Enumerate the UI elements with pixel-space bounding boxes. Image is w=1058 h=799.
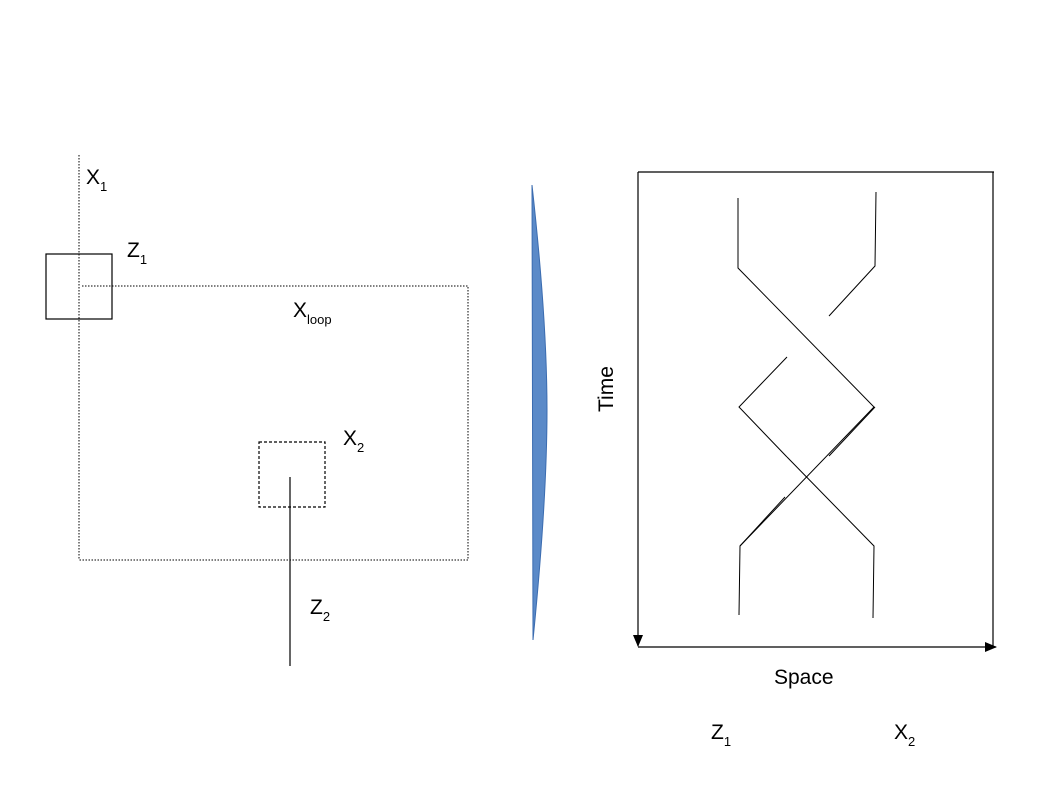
xloop-dotted-path <box>79 285 469 561</box>
time-axis-label: Time <box>595 366 618 412</box>
mapping-wedge <box>531 184 548 641</box>
braid-strand-middle-segment <box>738 356 788 458</box>
braid-strands <box>737 191 877 619</box>
x1-label: X1 <box>86 166 107 194</box>
bottom-x2-label: X2 <box>894 721 915 749</box>
z2-label: Z2 <box>310 596 330 624</box>
x2-dashed-box <box>258 441 326 508</box>
x2-label: X2 <box>343 427 364 455</box>
right-diagram: Time Space Z1 X2 <box>595 171 997 749</box>
left-diagram: X1 Z1 Xloop X2 Z2 <box>45 155 469 666</box>
braid-strand-left-lower <box>739 496 786 547</box>
z1-box <box>45 253 113 320</box>
z1-label: Z1 <box>127 239 147 267</box>
xloop-label: Xloop <box>293 299 332 327</box>
braid-strand-right-lower <box>786 456 875 619</box>
braid-strand-right-mid <box>828 406 876 457</box>
braid-strand-left-top <box>737 198 875 616</box>
space-axis-label: Space <box>774 666 834 689</box>
braid-strand-right-top <box>828 191 877 317</box>
bottom-z1-label: Z1 <box>711 721 731 749</box>
